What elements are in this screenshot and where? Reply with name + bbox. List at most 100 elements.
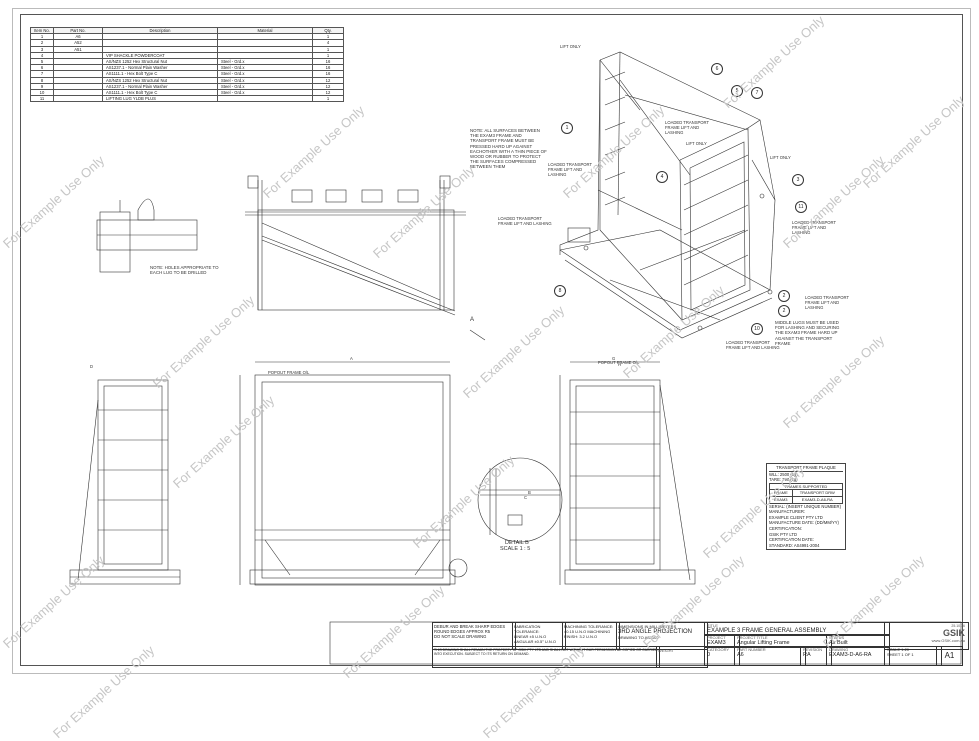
sheet-key: SHEET [887, 652, 901, 657]
project-title-box: PROJECT TITLE Angular Lifting Frame [734, 634, 832, 648]
title-box: TITLE EXAMPLE 3 FRAME GENERAL ASSEMBLY [704, 622, 890, 636]
plaque-standard: STANDARD: AS4991-2004 [769, 542, 820, 548]
plaque-tare: TARE: 790 (kg) [769, 477, 798, 483]
general-notes-box: DEBUR AND BREAK SHARP EDGES ROUND EDGES … [432, 622, 516, 650]
item-balloon: 2 [778, 290, 790, 302]
mach-tolerance-value: ±0.15 U.N.O MACHINING FINISH: 3.2 U.N.O [564, 629, 611, 639]
loaded-label: LOADED TRANSPORT FRAME LIFT AND LASHING [665, 120, 709, 135]
fab-tolerance-key: FABRICATION TOLERANCE: [514, 624, 541, 634]
part-number-box: PART NUMBER A6 [734, 646, 806, 666]
revision-key: REVISION [803, 647, 823, 652]
transport-frame-plaque: TRANSPORT FRAME PLAQUE WLL: 2500 (kg) TA… [766, 463, 846, 551]
bom-cell: 1 [312, 95, 344, 103]
plaque-manufacture-date: MANUFACTURE DATE: (DD/MM/YY) [769, 520, 839, 526]
scale-key: SCALE [887, 647, 901, 652]
loaded-label: LOADED TRANSPORT FRAME LIFT AND LASHING [805, 295, 849, 310]
plaque-cert: GSIK PTY LTD [769, 531, 798, 537]
logo-box: 25.10.16 GSIK www.GSIK.com.au [884, 622, 969, 650]
drawing-views [69, 51, 962, 665]
section-arrow-label: A [470, 317, 475, 323]
surfaces-note: NOTE: ALL SURFACES BETWEEN THE EXAM3 FRA… [470, 128, 547, 170]
isometric-view [559, 51, 776, 339]
revision-value: RA [803, 652, 811, 658]
detail-scale: SCALE 1 : 5 [500, 546, 531, 552]
deburr-note: DEBUR AND BREAK SHARP EDGES ROUND EDGES … [434, 624, 506, 634]
plaque-manufacturer: EXAMPLE CLIENT PTY LTD [769, 514, 823, 520]
part-number-key: PART NUMBER [737, 647, 766, 652]
dimension-label: B [528, 490, 531, 495]
category-key: CATEGORY [707, 647, 730, 652]
bom-header-row: Item No. Part No. Description Material Q… [30, 26, 344, 35]
frames-col: TRANSPORT DRW [791, 489, 843, 497]
holes-note: NOTE: HOLES APPROPRIATE TO EACH LUG TO B… [150, 265, 219, 276]
drawing-number-key: DRAWING [829, 647, 849, 652]
item-balloon: 10 [751, 323, 763, 335]
plaque-serial: SERIAL: (INSERT UNIQUE NUMBER) [769, 503, 841, 509]
project-key: PROJECT [707, 635, 726, 640]
loaded-label: LOADED TRANSPORT FRAME LIFT AND LASHING [792, 220, 836, 235]
outer-border [12, 8, 971, 674]
item-balloon: 3 [792, 174, 804, 186]
popout-label: POPOUT FRAME O/L [598, 360, 640, 365]
item-balloon: 2 [778, 305, 790, 317]
plaque-wll: WLL: 2500 (kg) [769, 471, 798, 477]
lift-only-label: LIFT ONLY [770, 155, 791, 160]
item-balloon: 7 [751, 87, 763, 99]
detail-b [477, 457, 563, 543]
status-key: STATUS [829, 635, 845, 640]
drawing-number-box: DRAWING EXAM3-D-A6-RA [826, 646, 890, 666]
category-box: CATEGORY 0 [704, 646, 740, 666]
drawing-sheet [20, 14, 963, 666]
weight-box: WEIGHT [656, 646, 708, 668]
fab-tolerance-box: FABRICATION TOLERANCE: LINEAR ±5 U.N.O A… [512, 622, 566, 650]
item-balloon: 5 [731, 85, 743, 97]
mach-tolerance-box: MACHINING TOLERANCE: ±0.15 U.N.O MACHINI… [562, 622, 620, 650]
dimension-label: D [90, 364, 94, 369]
fab-tolerance-value: LINEAR ±5 U.N.O ANGULAR ±0.5° U.N.O [514, 634, 557, 644]
project-title-key: PROJECT TITLE [737, 635, 768, 640]
plaque-cert-date: CERTIFICATION DATE: [769, 537, 814, 543]
dimension-label: A [350, 356, 353, 361]
drawing-title: EXAMPLE 3 FRAME GENERAL ASSEMBLY [707, 628, 827, 634]
title-key: TITLE [707, 623, 718, 628]
status-value: As Built [829, 640, 848, 646]
side-view-right [559, 361, 696, 585]
plaque-title: TRANSPORT FRAME PLAQUE [769, 465, 843, 472]
project-value: EXAM3 [707, 640, 726, 646]
status-box: STATUS As Built [826, 634, 890, 648]
front-view [239, 361, 468, 586]
item-balloon: 4 [656, 171, 668, 183]
revision-box: REVISION RA [800, 646, 832, 666]
weight-key: WEIGHT [658, 648, 674, 653]
mach-tolerance-key: MACHINING TOLERANCE: [564, 624, 614, 629]
bill-of-materials: Item No. Part No. Description Material Q… [30, 26, 344, 103]
middle-lugs-note: MIDDLE LUGS MUST BE USED FOR LASHING AND… [775, 320, 840, 346]
scale-box: SCALE 1:20 SHEET 1 OF 1 [884, 646, 942, 666]
lift-only-label: LIFT ONLY [560, 44, 581, 49]
plaque-cert-key: CERTIFICATION: [769, 525, 802, 531]
loaded-label: LOADED TRANSPORT FRAME LIFT AND LASHING [548, 162, 592, 177]
item-balloon: 6 [711, 63, 723, 75]
company-website: www.GSIK.com.au [931, 638, 965, 643]
dimension-label: C [524, 495, 528, 500]
category-value: 0 [707, 652, 711, 658]
disclaimer-text: THIS DRAWING SHALL REMAIN THE PROPERTY O… [434, 648, 658, 656]
projection-label: 3RD ANGLE PROJECTION [618, 629, 693, 635]
lift-only-label: LIFT ONLY [686, 141, 707, 146]
no-scale-note: DO NOT SCALE DRAWING [434, 634, 487, 639]
size-box: A1 [936, 646, 963, 666]
frames-cell: EXAM3-D-A6-RA [791, 495, 843, 504]
plaque-manufacturer-key: MANUFACTURER: [769, 509, 806, 515]
project-box: PROJECT EXAM3 [704, 634, 740, 648]
project-title-value: Angular Lifting Frame [737, 640, 790, 646]
detail-title: DETAIL B [505, 540, 529, 546]
item-balloon: 1 [561, 122, 573, 134]
item-balloon: 11 [795, 201, 807, 213]
drawing-standard: DRAWING TO AS1100 [618, 635, 659, 640]
sheet-value: 1 OF 1 [901, 652, 914, 657]
drawing-number-value: EXAM3-D-A6-RA [829, 652, 872, 658]
